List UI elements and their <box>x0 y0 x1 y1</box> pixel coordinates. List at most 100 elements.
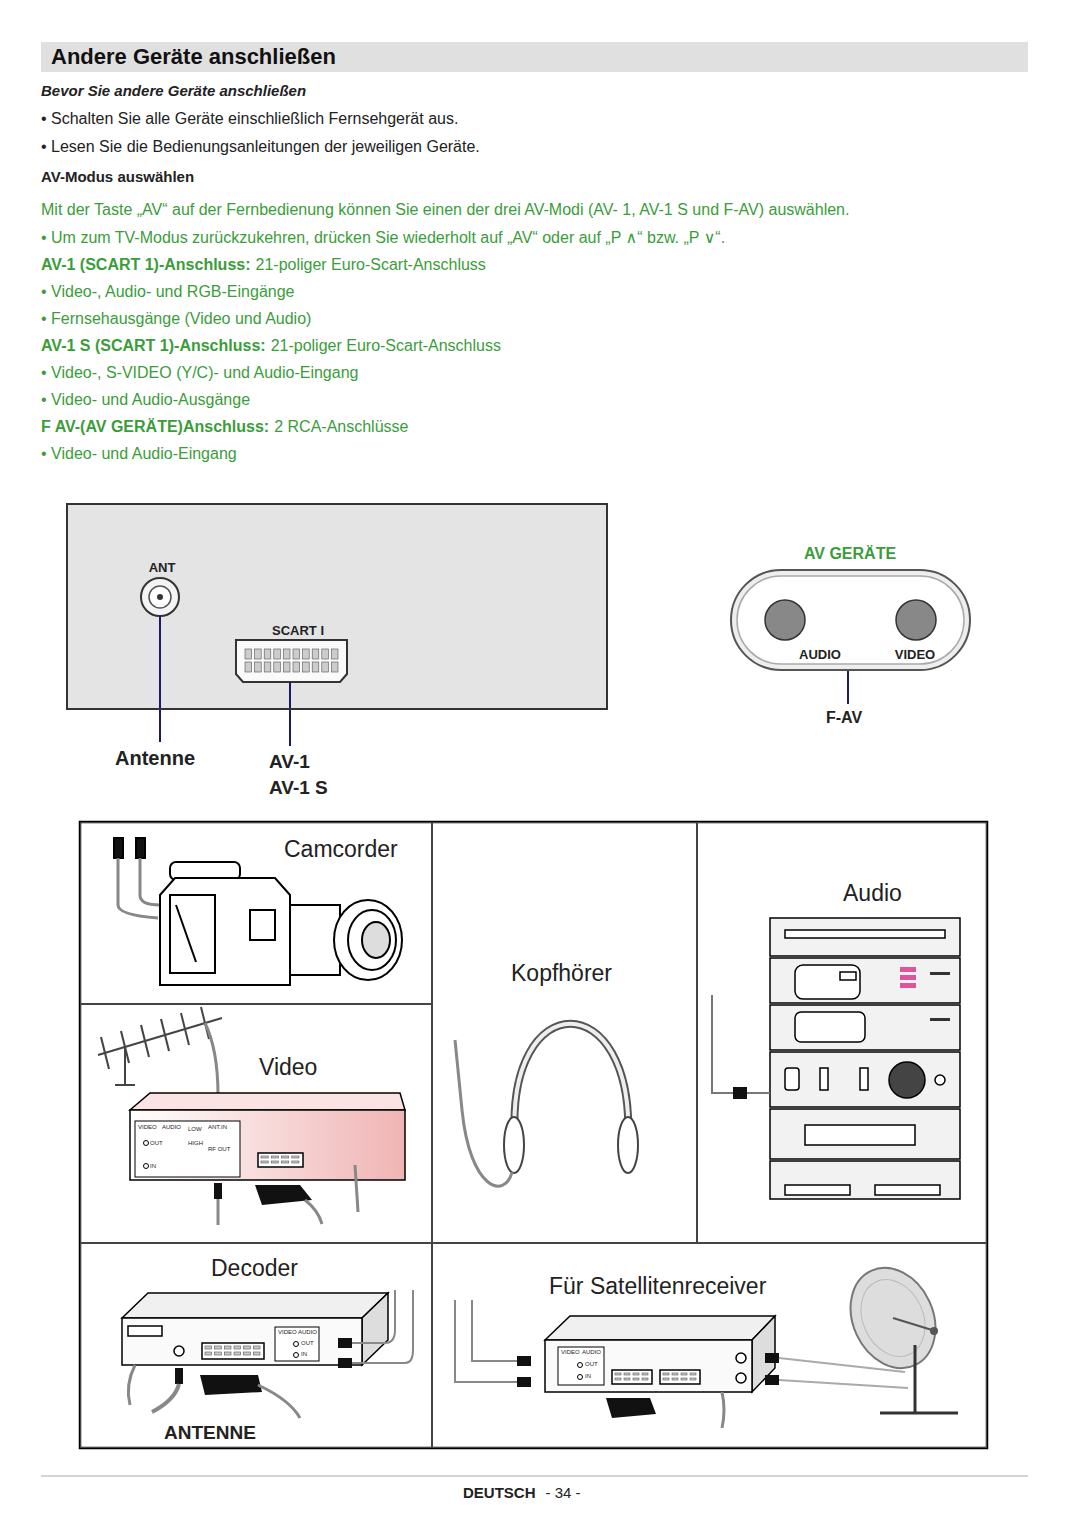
camcorder-illustration-part <box>348 910 396 970</box>
node-text: VIDEO <box>895 647 935 663</box>
body-text: • Um zum TV-Modus zurückzukehren, drücke… <box>41 228 725 247</box>
decoder-illustration-part <box>128 1326 162 1336</box>
scart-pin <box>215 1352 222 1355</box>
vcr-illustration-part <box>130 1093 405 1110</box>
antenna-illustration-part <box>205 1023 218 1095</box>
part-label: F-AV <box>826 708 862 727</box>
av-socket-panel: AV GERÄTEAUDIOVIDEO <box>725 540 977 675</box>
scart-pin <box>331 649 338 659</box>
scart-pin <box>633 1373 639 1375</box>
scart-pin <box>681 1373 687 1375</box>
vcr-illustration <box>130 1093 405 1225</box>
stereo-illustration-part <box>805 1125 915 1145</box>
vcr-illustration-part <box>258 1153 303 1167</box>
scart-pin <box>205 1352 212 1355</box>
device-cell: Video <box>80 1004 432 1243</box>
camcorder-illustration-part <box>176 905 196 962</box>
footer-text: DEUTSCH <box>463 1484 536 1502</box>
body-text: • Video- und Audio-Eingang <box>41 444 237 463</box>
stereo-illustration-part <box>770 1109 960 1159</box>
scart-pin <box>261 1156 268 1158</box>
socket-label: IN <box>150 1163 156 1170</box>
stereo-illustration-part <box>785 930 945 938</box>
satellite-receiver-illustration-part <box>779 1380 908 1388</box>
stereo-illustration-part <box>900 983 916 988</box>
socket-label: LOW <box>188 1126 202 1133</box>
scart-pin <box>274 649 281 659</box>
body-text: • Schalten Sie alle Geräte einschließlic… <box>41 109 458 128</box>
node-text: Audio <box>843 880 902 908</box>
device-cell: Für Satellitenreceiver <box>432 1243 987 1448</box>
tv-panel-art-part <box>141 578 179 616</box>
scart-pin <box>282 1161 289 1163</box>
scart-pin <box>255 662 262 672</box>
device-cell: Audio <box>697 822 987 1243</box>
satellite-dish-illustration-part <box>880 1412 958 1415</box>
body-text: F AV-(AV GERÄTE)Anschluss: <box>41 417 269 436</box>
camcorder-illustration-part <box>118 858 158 918</box>
scart-pin <box>642 1378 648 1380</box>
scart-pin <box>293 649 300 659</box>
satellite-receiver-illustration-part <box>472 1300 517 1361</box>
headphones-illustration-part <box>514 1024 628 1140</box>
body-text: 21-poliger Euro-Scart-Anschluss <box>256 255 486 274</box>
device-cell: Kopfhörer <box>432 822 697 1243</box>
antenna-illustration-part <box>181 1013 189 1045</box>
camcorder-illustration-part <box>334 900 402 980</box>
scart-pin <box>322 662 329 672</box>
scart-pin <box>215 1346 222 1349</box>
stereo-illustration-part <box>840 972 856 980</box>
satellite-receiver-illustration <box>455 1300 908 1428</box>
scart-pin <box>322 649 329 659</box>
part-label: AV-1 S <box>269 777 328 800</box>
decoder-illustration-part <box>128 1365 135 1405</box>
part-label: Antenne <box>115 746 195 770</box>
socket-label: RF OUT <box>208 1146 230 1153</box>
antenna-illustration-part <box>141 1025 149 1057</box>
body-text: • Video- und Audio-Ausgänge <box>41 390 250 409</box>
scart-pin <box>331 662 338 672</box>
node-text: Video <box>259 1054 317 1082</box>
socket-panel-outer <box>731 570 970 670</box>
socket-label: IN <box>301 1351 307 1358</box>
vcr-illustration-part <box>217 1199 220 1225</box>
socket-panel-inner <box>737 576 964 664</box>
scart-pin <box>264 649 271 659</box>
stereo-illustration-part <box>733 1087 747 1099</box>
antenna-illustration-part <box>115 1084 135 1086</box>
scart-pin <box>303 649 310 659</box>
device-cell: DecoderANTENNE <box>80 1243 432 1448</box>
scart-pin <box>624 1378 630 1380</box>
satellite-receiver-illustration-part <box>722 1392 724 1428</box>
decoder-illustration <box>122 1290 413 1418</box>
decoder-illustration-part <box>338 1358 352 1368</box>
node-text: Camcorder <box>284 836 398 864</box>
stereo-illustration-part <box>889 1062 925 1098</box>
camcorder-illustration-part <box>170 895 215 973</box>
stereo-illustration <box>712 918 960 1199</box>
title-bar-part <box>41 42 1028 72</box>
stereo-illustration-part <box>820 1068 828 1090</box>
camcorder-illustration-part <box>290 905 340 975</box>
node-text: ANT <box>149 560 176 576</box>
leader-line-part <box>289 682 291 746</box>
satellite-receiver-illustration-part <box>736 1373 746 1383</box>
headphones-illustration-part <box>455 1040 512 1186</box>
scart-pin <box>271 1156 278 1158</box>
scart-pin <box>642 1373 648 1375</box>
socket-label: OUT <box>585 1361 598 1368</box>
title-bar <box>41 42 1028 72</box>
body-text: 2 RCA-Anschlüsse <box>274 417 408 436</box>
footer-rule-part <box>41 1476 1028 1477</box>
node-text: Für Satellitenreceiver <box>549 1273 766 1301</box>
vcr-illustration-part <box>214 1183 222 1199</box>
scart-pin <box>244 1346 251 1349</box>
satellite-receiver-illustration-part <box>578 1363 583 1368</box>
socket-label: IN <box>585 1373 591 1380</box>
node-text: AUDIO <box>799 647 841 663</box>
socket-label: AUDIO <box>162 1124 181 1131</box>
tv-panel-art-part <box>66 503 608 710</box>
decoder-illustration-part <box>174 1346 184 1356</box>
socket-label: VIDEO <box>278 1329 297 1336</box>
stereo-illustration-part <box>770 1161 960 1199</box>
